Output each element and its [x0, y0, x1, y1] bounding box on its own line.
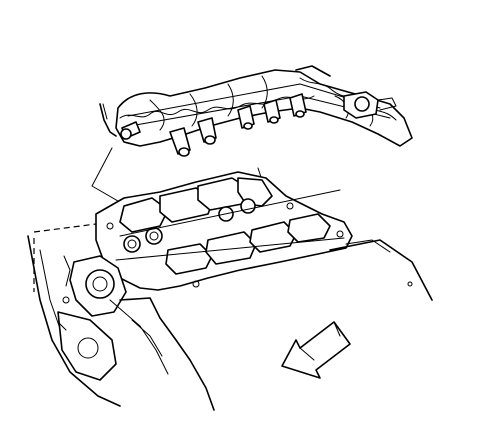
timing-cover	[57, 311, 117, 381]
bolt-hole	[192, 280, 200, 288]
injector-4	[263, 99, 281, 124]
injector-left	[120, 121, 141, 140]
reference-line	[33, 223, 97, 233]
pressure-regulator	[343, 91, 397, 119]
port-7	[249, 221, 297, 253]
bolt-hole	[106, 222, 114, 230]
direction-arrow	[281, 321, 351, 379]
block-edge-lower	[119, 297, 215, 411]
injector-boss-1	[123, 235, 141, 253]
leader-line-left	[91, 147, 131, 209]
port-8	[287, 213, 331, 243]
port-6	[205, 231, 257, 265]
arrow-left-down-icon	[281, 321, 351, 379]
injector-3	[237, 105, 255, 130]
engine-block	[27, 223, 433, 411]
block-left-edge	[27, 235, 121, 407]
port-1	[119, 197, 169, 233]
injector-2	[197, 117, 217, 145]
intake-manifold	[95, 171, 353, 291]
injector-5	[289, 93, 307, 118]
injector-boss-2	[145, 227, 163, 245]
injector-boss-4	[240, 198, 256, 214]
bolt-hole	[336, 230, 344, 238]
injector-1	[169, 127, 191, 157]
fuel-rail-stub	[99, 103, 117, 137]
block-right-edge	[329, 239, 433, 301]
bolt-hole	[286, 202, 294, 210]
fuel-rail-assembly	[99, 65, 413, 157]
